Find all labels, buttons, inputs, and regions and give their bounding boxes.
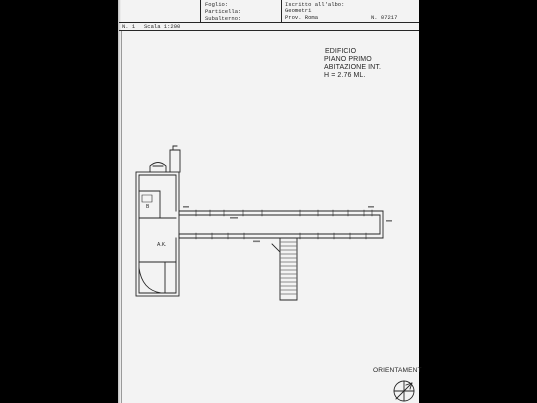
left-block-inner-wall xyxy=(138,174,177,294)
corridor-end-wall xyxy=(379,210,384,239)
chimney xyxy=(149,162,167,173)
particella-label: Particella: xyxy=(205,8,242,15)
room-label-b: B xyxy=(146,204,150,210)
room-label-ak: A.K. xyxy=(157,242,166,248)
dimension-mark xyxy=(368,206,374,208)
stair-steps xyxy=(280,241,297,295)
north-arrow-compass-icon xyxy=(393,380,415,402)
subalterno-label: Subalterno: xyxy=(205,15,242,22)
upper-wall-openings xyxy=(195,209,373,217)
stair-outline xyxy=(271,237,298,301)
header-divider-right xyxy=(281,0,282,22)
dimension-mark xyxy=(253,240,260,243)
orientation-label: ORIENTAMENT xyxy=(373,367,422,374)
document-page xyxy=(118,0,419,403)
title-building: EDIFICIO xyxy=(325,48,357,55)
albo-value: Geometri xyxy=(285,6,312,14)
albo-label: Iscritto all'albo: xyxy=(285,0,345,8)
title-floor: PIANO PRIMO xyxy=(324,56,372,63)
flue xyxy=(169,145,181,173)
sheet-number: N. 1 xyxy=(122,22,136,30)
dimension-mark xyxy=(183,206,189,208)
provincia: Prov. Roma xyxy=(285,14,319,21)
scale-label: Scala 1:200 xyxy=(144,22,181,30)
corridor-lower-wall xyxy=(178,233,384,239)
header-bottom-rule xyxy=(119,22,419,23)
foglio-label: Foglio: xyxy=(205,1,229,8)
lower-wall-openings xyxy=(195,232,367,240)
header-divider-left xyxy=(200,0,201,22)
registration-number: N. 07217 xyxy=(371,14,398,21)
page-edge-shadow xyxy=(118,0,121,403)
scale-row-rule xyxy=(119,30,419,31)
bathroom-fixture xyxy=(141,194,153,203)
drawing-frame-left xyxy=(121,31,122,403)
corridor-upper-wall xyxy=(178,210,384,216)
title-unit: ABITAZIONE INT. xyxy=(324,64,381,71)
dimension-mark xyxy=(386,220,392,222)
curved-wall xyxy=(138,267,162,294)
interior-walls xyxy=(138,190,177,294)
title-height: H = 2.76 ML. xyxy=(324,72,366,79)
dimension-mark xyxy=(230,217,238,219)
compass-needle xyxy=(393,380,415,402)
